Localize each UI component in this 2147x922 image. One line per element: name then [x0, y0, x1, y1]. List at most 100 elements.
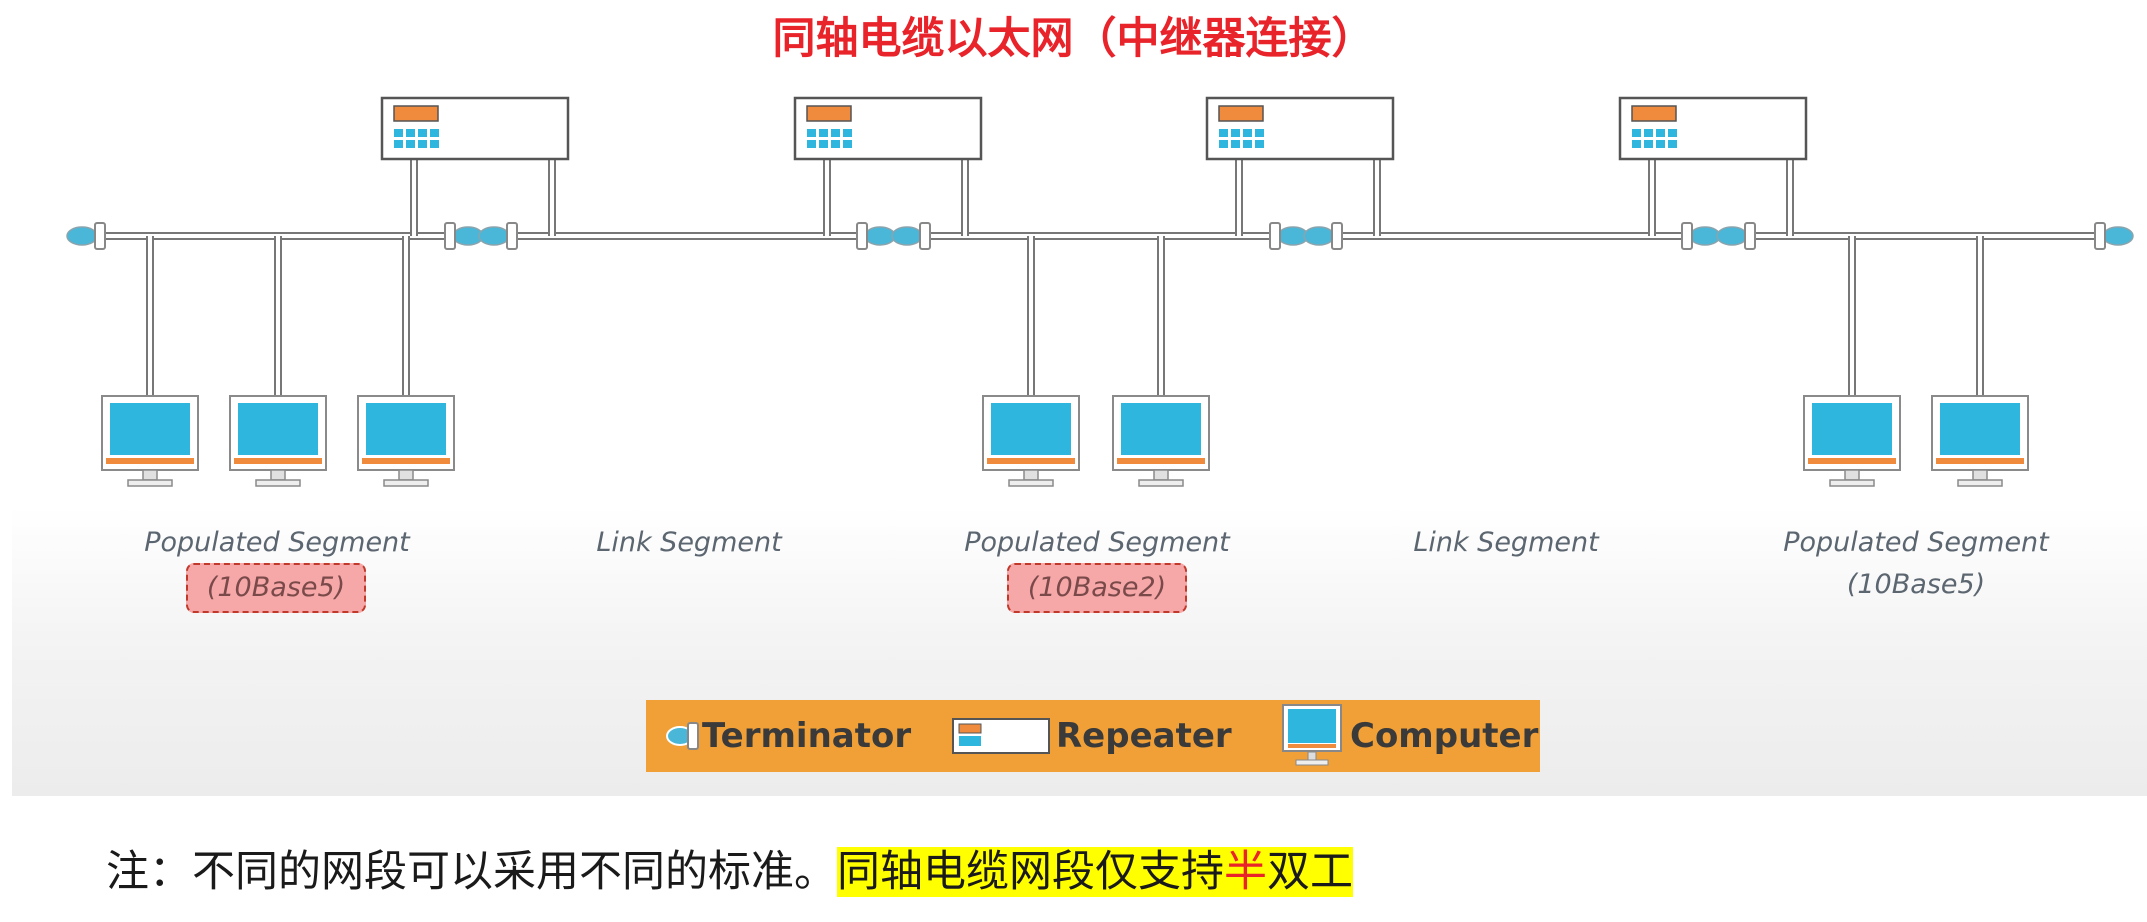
repeater-4-key-8: [1668, 140, 1677, 148]
segment-5-computer-2-neck: [1972, 469, 1988, 481]
repeater-1-right-drop-core: [550, 159, 554, 236]
segment-1-computer-2-drop-core: [276, 236, 280, 396]
segment-3-computer-1-foot: [1008, 479, 1054, 487]
segment-3-computer-2-neck: [1153, 469, 1169, 481]
segment-label-2: Link Segment: [596, 527, 782, 558]
legend-item-repeater: Repeater: [952, 700, 1232, 772]
repeater-1-key-5: [394, 140, 403, 148]
repeater-2-left-drop-core: [825, 159, 829, 236]
segment-label-5: Populated Segment: [1783, 527, 2049, 558]
terminator-icon: [666, 722, 699, 750]
segment-1-computer-1-screen: [110, 403, 190, 455]
repeater-1-key-1: [394, 129, 403, 137]
segment-1-computer-1-base-strip: [106, 458, 194, 464]
repeater-3-left-drop-core: [1237, 159, 1241, 236]
legend-item-computer: Computer: [1282, 700, 1538, 772]
segment-3-computer-1-base-strip: [987, 458, 1075, 464]
repeater-2-key-1: [807, 129, 816, 137]
repeater-3-key-3: [1243, 129, 1252, 137]
coax-segment-1-terminator-left-collar: [94, 222, 106, 250]
repeater-3-right-drop-core: [1375, 159, 1379, 236]
coax-segment-1-terminator-right-collar: [444, 222, 456, 250]
diagram-title: 同轴电缆以太网（中继器连接）: [772, 14, 1375, 64]
segment-label-3: Populated Segment: [964, 527, 1230, 558]
coax-segment-2-core: [512, 234, 862, 238]
repeater-2-display: [806, 105, 852, 122]
repeater-3-key-1: [1219, 129, 1228, 137]
repeater-4-key-7: [1656, 140, 1665, 148]
segment-1-computer-3-base-strip: [362, 458, 450, 464]
segment-1-computer-3-foot: [383, 479, 429, 487]
segment-1-computer-3-neck: [398, 469, 414, 481]
repeater-2-key-6: [819, 140, 828, 148]
segment-1-computer-3-drop-core: [404, 236, 408, 396]
footnote: 注：不同的网段可以采用不同的标准。同轴电缆网段仅支持半双工: [106, 842, 1353, 902]
coax-segment-4-terminator-right-cap: [1689, 226, 1721, 246]
coax-segment-5-core: [1750, 234, 2100, 238]
coax-segment-3-core: [925, 234, 1275, 238]
repeater-1-key-6: [406, 140, 415, 148]
segment-5-computer-2-screen: [1940, 403, 2020, 455]
footnote-highlight-end: 双工: [1267, 847, 1353, 897]
segment-1-computer-1-foot: [127, 479, 173, 487]
coax-segment-3-terminator-left-cap: [891, 226, 923, 246]
coax-segment-5-terminator-right-collar: [2094, 222, 2106, 250]
coax-segment-2-terminator-right-collar: [856, 222, 868, 250]
segment-5-computer-1-base-strip: [1808, 458, 1896, 464]
repeater-4-key-6: [1644, 140, 1653, 148]
segment-5-computer-1-neck: [1844, 469, 1860, 481]
standard-badge-3: (10Base2): [1007, 563, 1187, 613]
coax-segment-2-terminator-left-collar: [506, 222, 518, 250]
coax-segment-1-terminator-left-cap: [66, 226, 98, 246]
repeater-2-key-7: [831, 140, 840, 148]
repeater-3-key-7: [1243, 140, 1252, 148]
segment-1-computer-2-foot: [255, 479, 301, 487]
coax-segment-4-terminator-right-collar: [1681, 222, 1693, 250]
coax-segment-3-terminator-right-collar: [1269, 222, 1281, 250]
repeater-3-key-5: [1219, 140, 1228, 148]
computer-icon: [1282, 704, 1342, 766]
standard-label-5: (10Base5): [1846, 569, 1986, 600]
repeater-4-key-1: [1632, 129, 1641, 137]
segment-3-computer-1-screen: [991, 403, 1071, 455]
repeater-3-key-6: [1231, 140, 1240, 148]
coax-segment-4-terminator-left-cap: [1303, 226, 1335, 246]
coax-segment-4-core: [1337, 234, 1687, 238]
coax-segment-4-terminator-left-collar: [1331, 222, 1343, 250]
repeater-1-key-8: [430, 140, 439, 148]
legend-label-computer: Computer: [1350, 716, 1539, 756]
coax-segment-5-terminator-right-cap: [2102, 226, 2134, 246]
repeater-4-left-drop-core: [1650, 159, 1654, 236]
repeater-icon: [952, 718, 1050, 754]
standard-badge-1: (10Base5): [186, 563, 366, 613]
legend-item-terminator: Terminator: [664, 700, 911, 772]
segment-3-computer-2-screen: [1121, 403, 1201, 455]
repeater-4-key-2: [1644, 129, 1653, 137]
segment-5-computer-1-drop-core: [1850, 236, 1854, 396]
segment-3-computer-2-foot: [1138, 479, 1184, 487]
segment-1-computer-1-neck: [142, 469, 158, 481]
footnote-highlight: 同轴电缆网段仅支持半双工: [837, 847, 1353, 897]
repeater-1-left-drop-core: [412, 159, 416, 236]
segment-5-computer-1-foot: [1829, 479, 1875, 487]
repeater-4-key-5: [1632, 140, 1641, 148]
repeater-3-key-4: [1255, 129, 1264, 137]
repeater-4-key-4: [1668, 129, 1677, 137]
repeater-1-display: [393, 105, 439, 122]
segment-1-computer-1-drop-core: [148, 236, 152, 396]
repeater-3-key-2: [1231, 129, 1240, 137]
network-diagram: [66, 96, 2134, 487]
footnote-highlight-text: 同轴电缆网段仅支持: [837, 847, 1224, 897]
segment-5-computer-2-drop-core: [1978, 236, 1982, 396]
coax-segment-2-terminator-left-cap: [478, 226, 510, 246]
segment-3-computer-2-base-strip: [1117, 458, 1205, 464]
footnote-highlight-red: 半: [1224, 847, 1267, 897]
repeater-2-key-2: [819, 129, 828, 137]
coax-segment-3-terminator-left-collar: [919, 222, 931, 250]
segment-5-computer-2-base-strip: [1936, 458, 2024, 464]
segment-3-computer-1-drop-core: [1029, 236, 1033, 396]
repeater-2-right-drop-core: [963, 159, 967, 236]
repeater-4-key-3: [1656, 129, 1665, 137]
repeater-1-key-2: [406, 129, 415, 137]
legend-label-repeater: Repeater: [1056, 716, 1232, 756]
